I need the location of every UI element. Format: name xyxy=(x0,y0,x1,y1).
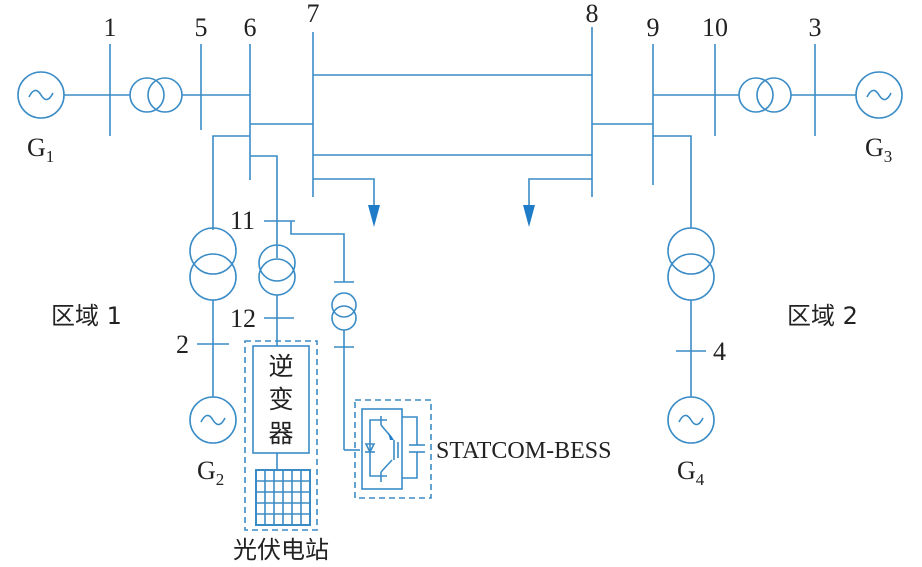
inverter-label-char: 逆 xyxy=(268,352,293,381)
statcom-box xyxy=(354,399,432,499)
inverter-box xyxy=(252,345,310,454)
bus-label-2: 2 xyxy=(176,330,189,359)
bus-label-6: 6 xyxy=(244,13,257,42)
transformer-g1 xyxy=(129,77,183,113)
ac-source-icon xyxy=(866,89,892,101)
bus-label-11: 11 xyxy=(230,206,255,235)
bus-label-8: 8 xyxy=(586,0,599,28)
bus-label-3: 3 xyxy=(809,13,822,42)
load-arrow-icon xyxy=(523,205,535,227)
transformer-g4 xyxy=(667,227,715,301)
bus-label-7: 7 xyxy=(307,0,320,28)
bus-label-5: 5 xyxy=(195,13,208,42)
generator-label-g2: G2 xyxy=(197,456,224,489)
generator-g4 xyxy=(667,396,715,444)
generator-label-g1: G1 xyxy=(27,133,54,166)
transformer-g3 xyxy=(738,77,792,113)
generator-label-g3: G3 xyxy=(865,133,892,166)
bus-label-1: 1 xyxy=(104,13,117,42)
generator-g2 xyxy=(189,396,237,444)
generator-g1 xyxy=(17,71,65,119)
pv-station-label: 光伏电站 xyxy=(233,536,329,564)
bus-label-10: 10 xyxy=(702,13,728,42)
generator-label-g4: G4 xyxy=(677,456,705,489)
bus-label-4: 4 xyxy=(713,337,726,366)
generator-g3 xyxy=(855,71,903,119)
load-arrow-icon xyxy=(368,205,380,227)
bus-label-12: 12 xyxy=(230,304,256,333)
ac-source-icon xyxy=(200,414,226,426)
ac-source-icon xyxy=(678,414,704,426)
pv-panel-icon xyxy=(255,469,311,526)
area-2-label: 区域 2 xyxy=(787,302,858,330)
inverter-label-char: 器 xyxy=(268,419,293,448)
statcom-converter-icon xyxy=(361,408,425,490)
bus-label-9: 9 xyxy=(647,13,660,42)
statcom-bess-label: STATCOM-BESS xyxy=(436,438,611,464)
ac-source-icon xyxy=(28,89,54,101)
area-1-label: 区域 1 xyxy=(51,302,122,330)
transformer-statcom xyxy=(331,292,357,331)
pv-station-box xyxy=(244,340,318,531)
transformer-g2 xyxy=(189,227,237,301)
inverter-label-char: 变 xyxy=(268,385,293,414)
